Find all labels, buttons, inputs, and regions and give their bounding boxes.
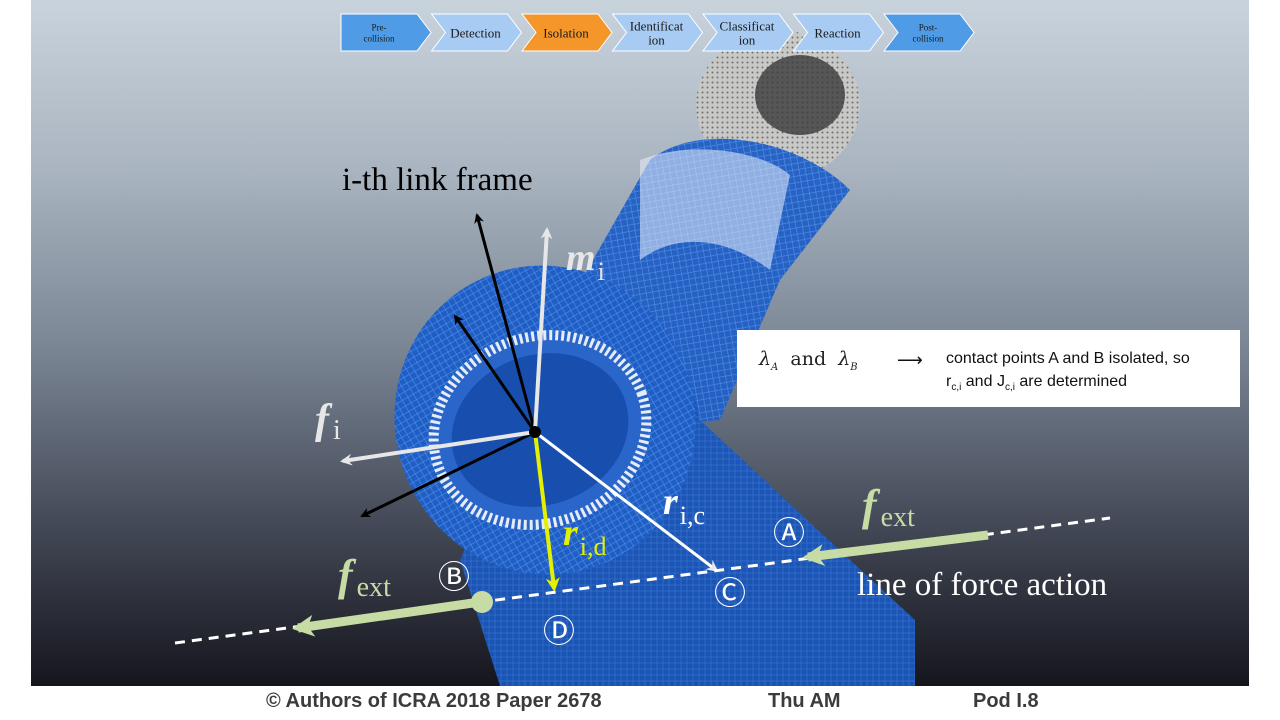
rid-label: ri,d [563,512,607,561]
footer-authors: © Authors of ICRA 2018 Paper 2678 [266,690,602,712]
pipeline-stage-label: Reaction [814,26,861,41]
frame-origin [529,426,541,438]
pipeline-chevron [792,13,885,52]
pipeline-stage-label: collision [364,34,395,44]
contact-point-b-dot [471,591,493,613]
pipeline-stage-label: ion [648,33,665,48]
pipeline-stage-label: Pre- [372,23,387,33]
pipeline-chevron [520,13,613,52]
fext-arrow-left [292,597,481,637]
footer-session: Thu AM [768,690,841,712]
isolation-info-box: λA and λB ⟶ contact points A and B isola… [737,330,1240,407]
force-line-label: line of force action [857,567,1107,603]
point-b-label: Ⓑ [438,558,470,596]
pipeline-stage: Isolation [520,13,613,52]
frame-label: i-th link frame [342,162,533,198]
rid-vector [533,431,560,592]
force-vector [340,430,536,466]
point-d-label: Ⓓ [543,612,575,650]
pipeline-stage-label: Isolation [543,26,589,41]
point-c-label: Ⓒ [714,574,746,612]
pipeline-chevron [611,13,704,52]
pipeline-chevron [701,13,794,52]
ric-label: ri,c [663,481,705,530]
process-pipeline: Pre-collision Detection Isolation Identific… [340,13,975,52]
m-label: mi [566,237,605,286]
footer-pod: Pod I.8 [973,690,1039,712]
pipeline-chevron [430,13,523,52]
pipeline-stage-label: collision [913,34,944,44]
implies-arrow-icon: ⟶ [897,350,923,371]
pipeline-stage: Post-collision [882,13,975,52]
point-a-label: Ⓐ [773,514,805,552]
link-frame-axes [360,213,537,518]
fext-arrow-right [802,530,989,566]
moment-vector [533,227,553,433]
pipeline-chevron [882,13,975,52]
pipeline-stage: Reaction [792,13,885,52]
pipeline-stage-label: Post- [919,23,938,33]
ric-vector [534,430,719,572]
pipeline-stage-label: Detection [450,26,501,41]
pipeline-stage-label: Identificat [630,19,684,34]
pipeline-stage-label: ion [739,33,756,48]
pipeline-stage-label: Classificat [720,19,775,34]
isolation-description: contact points A and B isolated, so rc,i… [946,350,1190,394]
pipeline-stage: Detection [430,13,523,52]
pipeline-chevron [340,13,432,52]
lambda-expression: λA and λB [759,348,858,373]
pipeline-stage: Pre-collision [340,13,432,52]
